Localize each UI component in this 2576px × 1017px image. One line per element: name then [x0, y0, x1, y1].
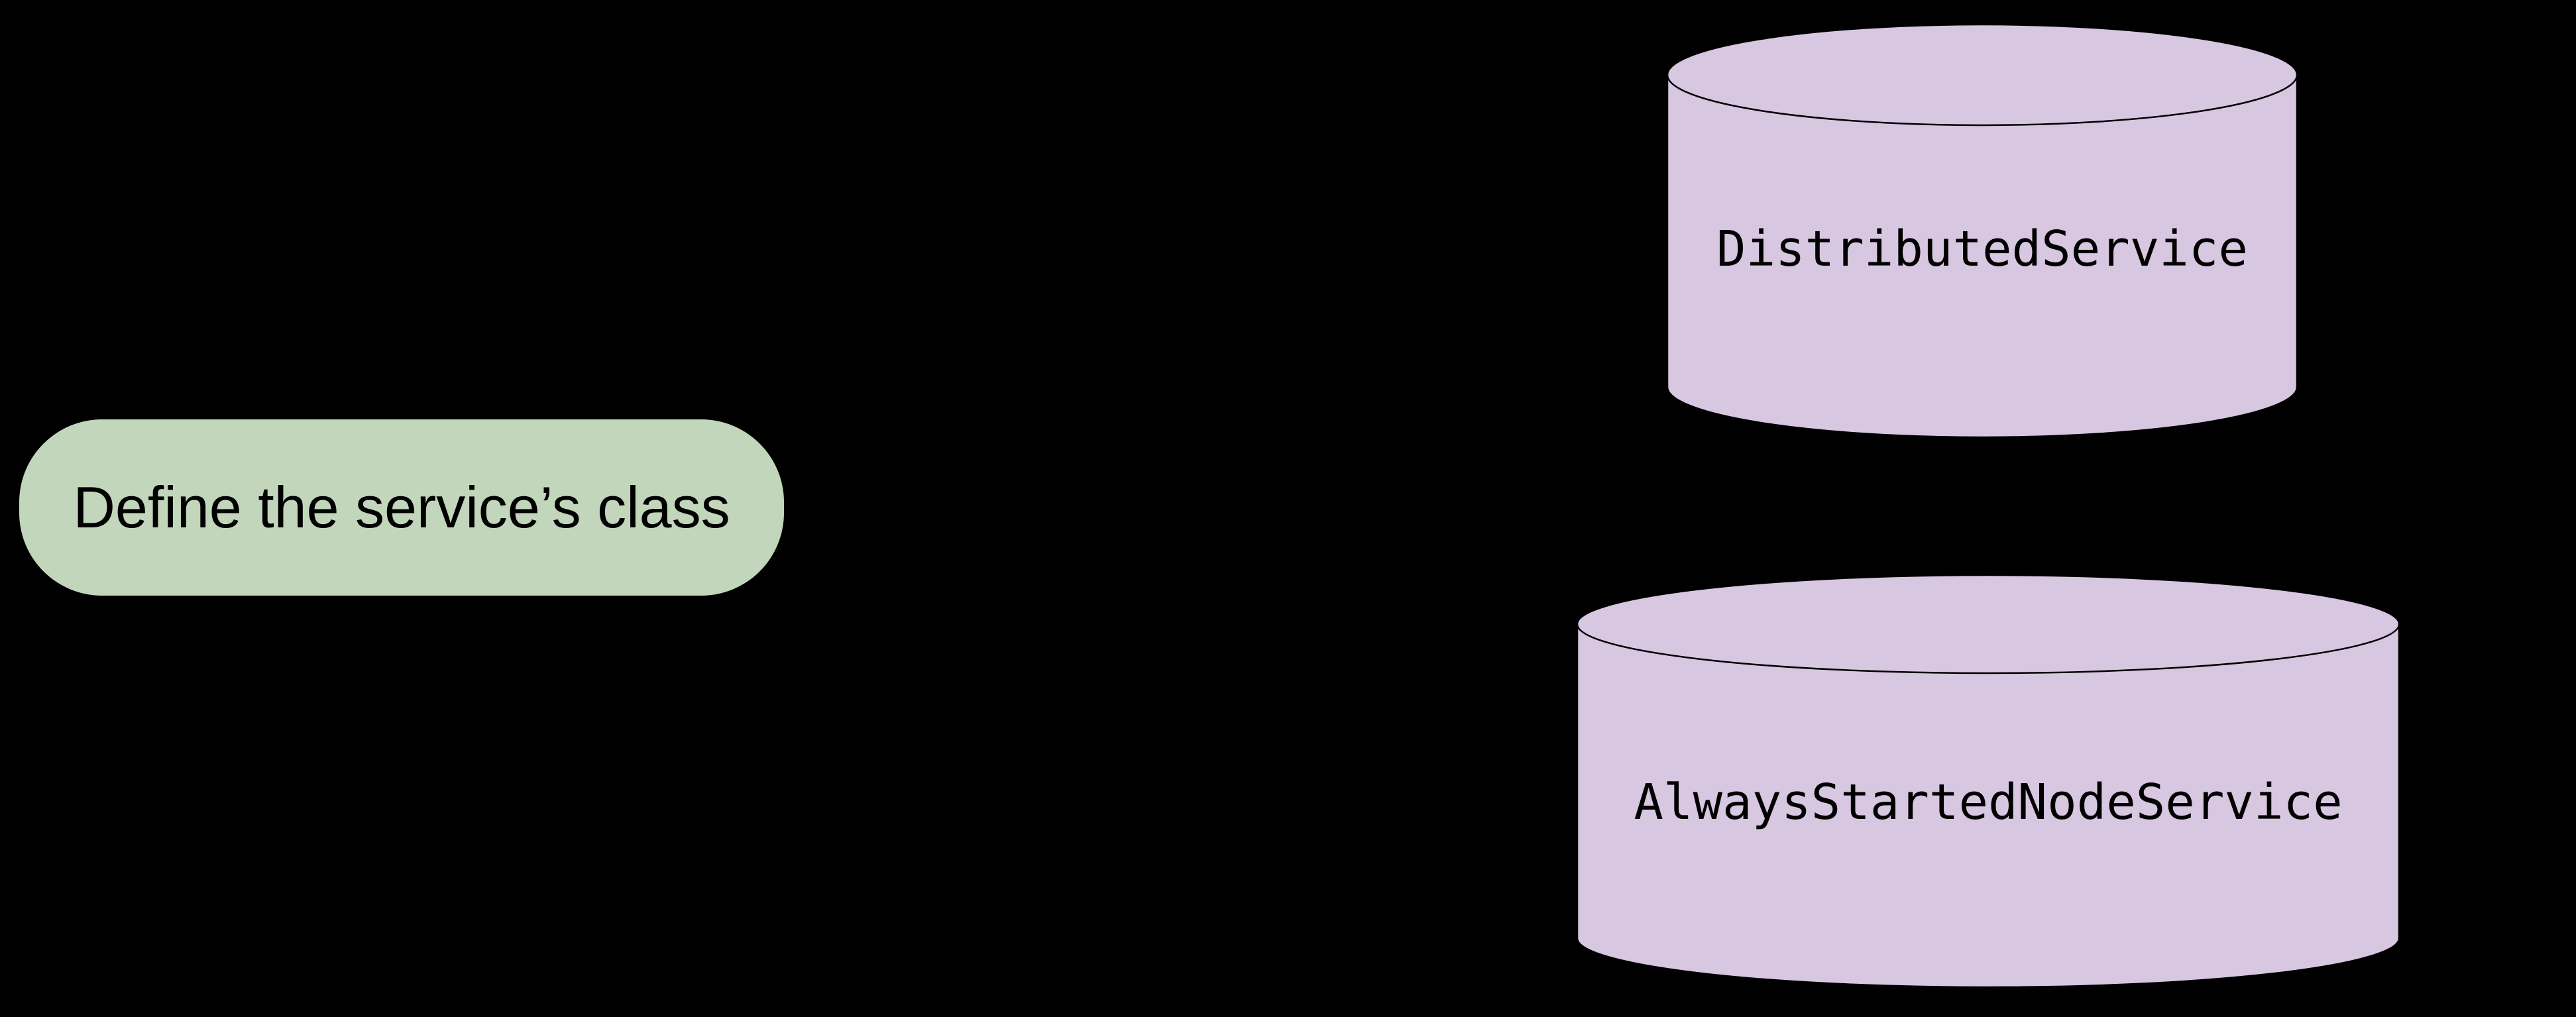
cylinder-distributed-service-label: DistributedService	[1716, 221, 2248, 278]
cylinder-top-ellipse-arc	[1666, 74, 2298, 127]
cylinder-body	[1576, 574, 2400, 989]
task-pill-node: Define the service’s class	[19, 419, 784, 596]
task-pill-label: Define the service’s class	[73, 474, 730, 540]
cylinder-body	[1666, 23, 2298, 439]
cylinder-always-started-node-service	[1576, 574, 2400, 989]
cylinder-distributed-service	[1666, 23, 2298, 439]
cylinder-top-ellipse-arc	[1576, 623, 2400, 674]
cylinder-always-started-node-service-label: AlwaysStartedNodeService	[1634, 774, 2343, 831]
